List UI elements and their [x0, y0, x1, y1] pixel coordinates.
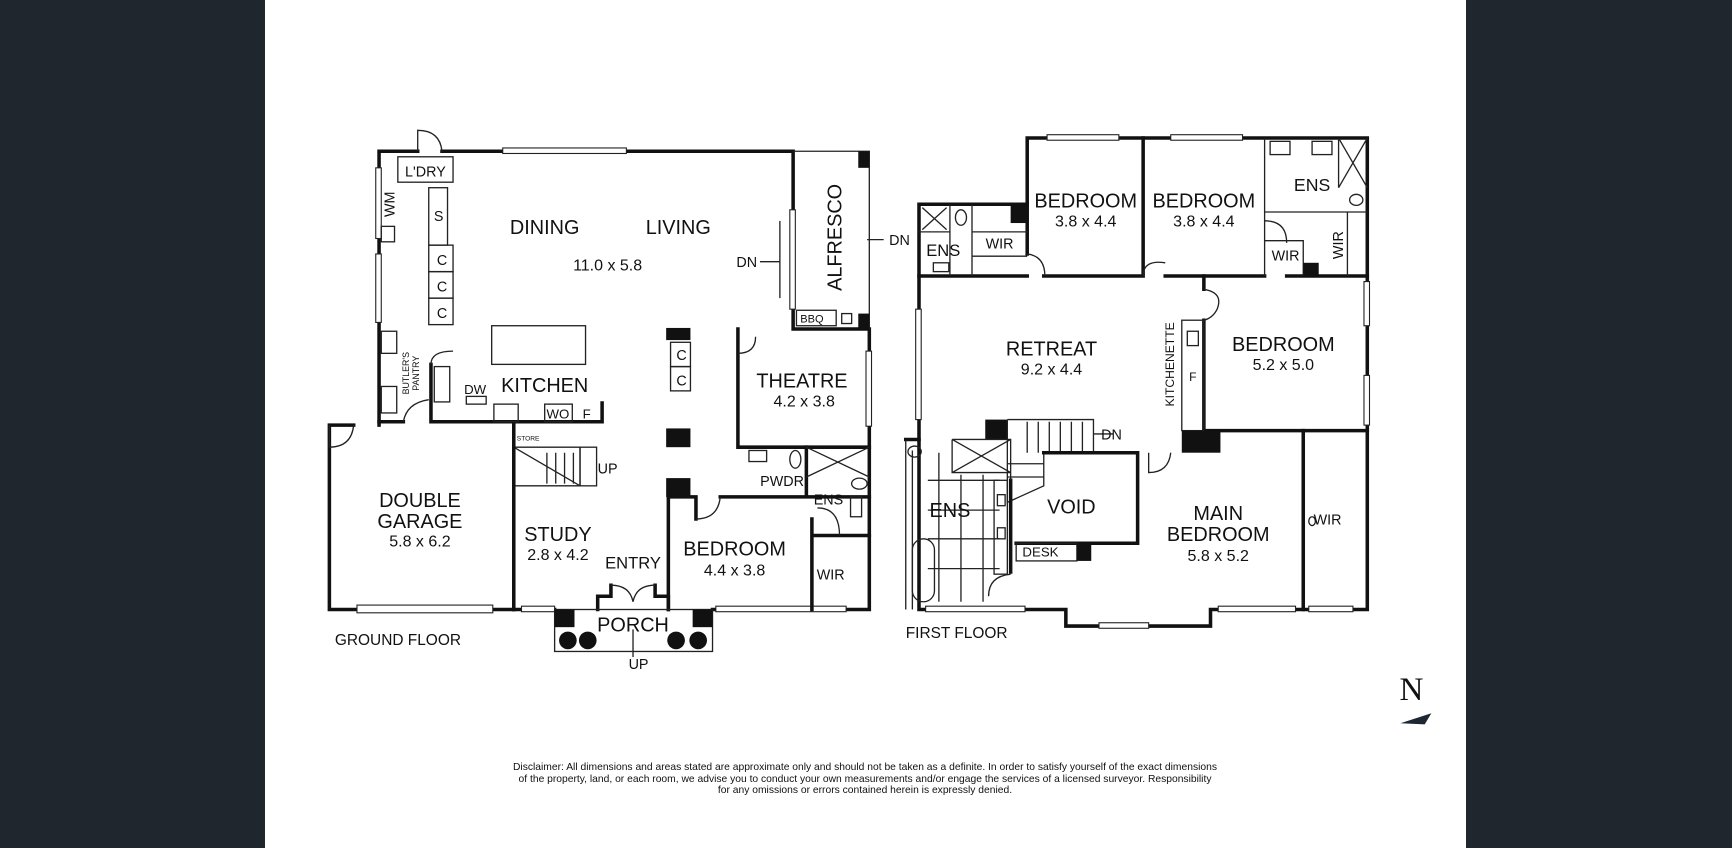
- label-wir-main: WIR: [1314, 512, 1342, 528]
- label-cupboard: C: [676, 348, 686, 364]
- label-butlers: BUTLER'S: [401, 352, 411, 395]
- dim-garage: 5.8 x 6.2: [389, 534, 450, 551]
- label-ens-ground: ENS: [814, 493, 844, 509]
- label-dining: DINING: [510, 217, 580, 239]
- disclaimer-line-3: for any omissions or errors contained he…: [717, 785, 1013, 796]
- label-up-stairs: UP: [598, 462, 618, 478]
- disclaimer-line-1: Disclaimer: All dimensions and areas sta…: [512, 762, 1217, 773]
- label-cupboard: C: [437, 253, 447, 269]
- label-alfresco: ALFRESCO: [825, 184, 847, 291]
- label-cupboard: C: [676, 373, 686, 389]
- label-wir-side: WIR: [1331, 231, 1347, 259]
- first-floor-title: FIRST FLOOR: [906, 625, 1008, 642]
- dim-bedroom-ground: 4.4 x 3.8: [704, 562, 765, 579]
- label-wo: WO: [547, 406, 570, 421]
- label-dw: DW: [464, 382, 487, 397]
- label-void: VOID: [1047, 496, 1096, 518]
- dim-retreat: 9.2 x 4.4: [1021, 361, 1082, 378]
- label-dn-stairs: DN: [1101, 427, 1122, 443]
- label-wir-ground: WIR: [817, 568, 845, 584]
- label-laundry: L'DRY: [405, 165, 446, 181]
- label-wir-bed1: WIR: [986, 236, 1014, 252]
- label-living: LIVING: [646, 217, 711, 239]
- dim-dining-living: 11.0 x 5.8: [573, 258, 642, 275]
- label-entry: ENTRY: [605, 554, 661, 573]
- label-dn-alfresco: DN: [889, 233, 910, 249]
- label-ens-main: ENS: [929, 500, 970, 522]
- dim-bedroom-3: 5.2 x 5.0: [1253, 357, 1314, 374]
- label-cupboard: C: [437, 280, 447, 296]
- ground-floor-title: GROUND FLOOR: [335, 632, 461, 649]
- label-theatre: THEATRE: [756, 371, 847, 393]
- dim-main-bedroom: 5.8 x 5.2: [1188, 548, 1249, 565]
- label-porch: PORCH: [597, 615, 669, 637]
- label-main: MAIN: [1193, 503, 1243, 525]
- label-store: STORE: [517, 436, 540, 443]
- first-floor-plan: BEDROOM 3.8 x 4.4 BEDROOM 3.8 x 4.4 ENS …: [903, 134, 1371, 642]
- label-kitchen: KITCHEN: [501, 375, 588, 397]
- label-double: DOUBLE: [379, 490, 461, 512]
- label-ens-bed2: ENS: [1294, 175, 1330, 195]
- label-cupboard: C: [437, 306, 447, 322]
- label-powder: PWDR: [760, 474, 804, 490]
- label-bedroom-1: BEDROOM: [1034, 191, 1137, 213]
- compass-n-label: N: [1399, 671, 1423, 708]
- label-fridge: F: [583, 406, 591, 421]
- label-kitchenette: KITCHENETTE: [1163, 322, 1177, 406]
- label-bedroom-2: BEDROOM: [1153, 191, 1256, 213]
- dim-study: 2.8 x 4.2: [527, 547, 588, 564]
- label-ens-bed1: ENS: [926, 241, 960, 260]
- north-arrow-icon: [1400, 713, 1432, 725]
- label-wm: WM: [383, 192, 399, 217]
- label-up-porch: UP: [629, 657, 649, 673]
- label-wir-bed2: WIR: [1272, 249, 1300, 265]
- label-main-bedroom: BEDROOM: [1167, 524, 1270, 546]
- dim-theatre: 4.2 x 3.8: [773, 393, 834, 410]
- disclaimer: Disclaimer: All dimensions and areas sta…: [470, 762, 1260, 797]
- label-bedroom-ground: BEDROOM: [683, 538, 786, 560]
- label-dn-living: DN: [736, 255, 757, 271]
- dim-bedroom-1: 3.8 x 4.4: [1055, 213, 1116, 230]
- ground-floor-plan: DINING LIVING 11.0 x 5.8 ALFRESCO DN DN …: [327, 129, 910, 673]
- disclaimer-line-2: of the property, land, or each room, we …: [518, 773, 1212, 785]
- label-retreat: RETREAT: [1006, 339, 1097, 361]
- north-compass: N: [1399, 671, 1432, 725]
- label-pantry: PANTRY: [411, 356, 421, 391]
- label-bbq: BBQ: [800, 313, 824, 325]
- dim-bedroom-2: 3.8 x 4.4: [1173, 213, 1234, 230]
- label-bedroom-3: BEDROOM: [1232, 334, 1335, 356]
- label-sink: S: [434, 209, 444, 225]
- label-fridge-first: F: [1189, 370, 1196, 384]
- label-study: STUDY: [524, 524, 591, 546]
- label-garage: GARAGE: [377, 511, 462, 533]
- label-desk: DESK: [1022, 545, 1058, 560]
